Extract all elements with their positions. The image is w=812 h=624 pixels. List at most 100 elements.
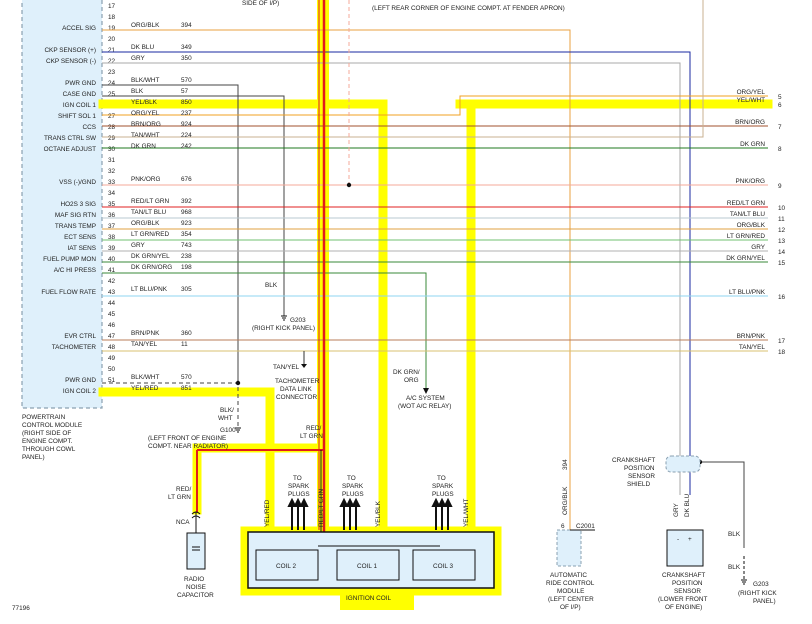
circuit-number-29: 224 <box>181 132 192 139</box>
pcm-pin-18: 18 <box>108 14 116 21</box>
radio-noise-capacitor <box>186 511 206 570</box>
arc-line-2: RIDE CONTROL <box>546 580 595 587</box>
circuit-color-21: DK BLU <box>131 44 154 51</box>
pcm-pin-39: 39 <box>108 245 116 252</box>
pcm-pin-41: 41 <box>108 267 116 274</box>
pcm-pin-label-27: SHIFT SOL 1 <box>58 113 96 120</box>
g203-left-ground-icon <box>281 315 287 321</box>
org-blk-label: ORG/BLK <box>562 486 569 515</box>
right-pin-15: 15 <box>778 260 786 267</box>
circuit-number-21: 349 <box>181 44 192 51</box>
circuit-number-35: 392 <box>181 198 192 205</box>
pcm-pin-20: 20 <box>108 36 116 43</box>
arc-line-5: OF I/P) <box>560 604 581 611</box>
circuit-color-28: BRN/ORG <box>131 121 161 128</box>
pcm-pin-49: 49 <box>108 355 116 362</box>
pcm-pin-29: 29 <box>108 135 116 142</box>
red-lt-grn-center-line-2: LT GRN <box>300 433 323 440</box>
pcm-pin-27: 27 <box>108 113 116 120</box>
pcm-pin-42: 42 <box>108 278 116 285</box>
g203-left-location: (RIGHT KICK PANEL) <box>252 325 315 332</box>
red-lt-grn-center-line-1: RED/ <box>306 425 321 432</box>
circuit-number-28: 924 <box>181 121 192 128</box>
ckp-shield-line-1: CRANKSHAFT <box>612 457 655 464</box>
coil-1-label: COIL 1 <box>357 563 377 570</box>
pcm-pin-38: 38 <box>108 234 116 241</box>
right-pin-8: 8 <box>778 146 782 153</box>
tach-connector-line-2: DATA LINK <box>280 386 312 393</box>
ignition-coil-label: IGNITION COIL <box>346 595 392 602</box>
circuit-number-39: 743 <box>181 242 192 249</box>
g100-label: G100 <box>220 427 236 434</box>
right-pin-10: 10 <box>778 205 786 212</box>
pcm-pin-label-51: PWR GND <box>65 377 96 384</box>
ckp-plus-label: + <box>688 536 692 543</box>
wire-runs <box>102 0 768 548</box>
circuit-number-41: 198 <box>181 264 192 271</box>
pcm-pin-35: 35 <box>108 201 116 208</box>
arc-line-1: AUTOMATIC <box>550 572 587 579</box>
circuit-number-38: 354 <box>181 231 192 238</box>
spark-plugs-a-line-2: SPARK <box>288 483 310 490</box>
circuit-number-30: 242 <box>181 143 192 150</box>
pcm-pin-47: 47 <box>108 333 116 340</box>
circuit-color-43: LT BLU/PNK <box>131 286 168 293</box>
circuit-number-52: 851 <box>181 385 192 392</box>
arc-pin-label: 6 <box>561 523 565 530</box>
blk-right-2-label: BLK <box>728 564 741 571</box>
pcm-name-line-4: ENGINE COMPT. <box>22 438 73 445</box>
dk-grn-org-line-2: ORG <box>404 377 419 384</box>
fender-note-label: (LEFT REAR CORNER OF ENGINE COMPT. AT FE… <box>372 5 565 12</box>
circuit-number-19: 394 <box>181 22 192 29</box>
radio-cap-line-3: CAPACITOR <box>177 592 214 599</box>
circuit-number-51: 570 <box>181 374 192 381</box>
spark-plugs-c-line-2: SPARK <box>432 483 454 490</box>
tan-yel-label: TAN/YEL <box>273 364 300 371</box>
g100-ground-icon <box>235 427 241 433</box>
spark-plugs-b-line-1: TO <box>347 475 356 482</box>
right-pin-5: 5 <box>778 94 782 101</box>
tach-connector-line-3: CONNECTOR <box>276 394 317 401</box>
c2001-label: C2001 <box>576 523 595 530</box>
pcm-pin-label-24: PWR GND <box>65 80 96 87</box>
pcm-pin-40: 40 <box>108 256 116 263</box>
pcm-pin-50: 50 <box>108 366 116 373</box>
pcm-pin-label-36: MAF SIG RTN <box>55 212 96 219</box>
pcm-pin-label-43: FUEL FLOW RATE <box>41 289 96 296</box>
pcm-pin-22: 22 <box>108 58 116 65</box>
spark-plugs-a-line-3: PLUGS <box>288 491 310 498</box>
pcm-pin-label-40: FUEL PUMP MON <box>43 256 96 263</box>
ckp-shield-line-3: SENSOR <box>628 473 655 480</box>
ac-relay-arrow-icon <box>423 388 429 394</box>
annotation-labels: SIDE OF I/P) (LEFT REAR CORNER OF ENGINE… <box>12 0 777 612</box>
circuit-color-36: TAN/LT BLU <box>131 209 167 216</box>
right-pin-12: 12 <box>778 227 786 234</box>
red-lt-grn-left-line-2: LT GRN <box>168 494 191 501</box>
ckp-minus-label: - <box>677 536 679 543</box>
circuit-number-25: 57 <box>181 88 189 95</box>
radio-cap-line-1: RADIO <box>184 576 204 583</box>
pcm-pin-label-47: EVR CTRL <box>64 333 96 340</box>
coil-3-label: COIL 3 <box>433 563 453 570</box>
right-pin-14: 14 <box>778 249 786 256</box>
pcm-pin-label-19: ACCEL SIG <box>62 25 96 32</box>
right-wire-color-16: LT BLU/PNK <box>729 289 766 296</box>
circuit-number-24: 570 <box>181 77 192 84</box>
pcm-pin-51: 51 <box>108 377 116 384</box>
circuit-color-26: YEL/BLK <box>131 99 158 106</box>
pcm-pin-label-30: OCTANE ADJUST <box>44 146 97 153</box>
pcm-pin-48: 48 <box>108 344 116 351</box>
arc-line-3: MODULE <box>557 588 584 595</box>
arc-module-box <box>556 529 582 567</box>
partial-top-label: SIDE OF I/P) <box>242 0 279 7</box>
g203-left-label: G203 <box>290 317 306 324</box>
ckp-shield-line-4: SHIELD <box>627 481 650 488</box>
pcm-pin-23: 23 <box>108 69 116 76</box>
pcm-pin-44: 44 <box>108 300 116 307</box>
ckp-sensor-line-5: OF ENGINE) <box>665 604 702 611</box>
ignition-coil-pack <box>247 531 495 589</box>
red-lt-grn-left-line-1: RED/ <box>176 486 191 493</box>
